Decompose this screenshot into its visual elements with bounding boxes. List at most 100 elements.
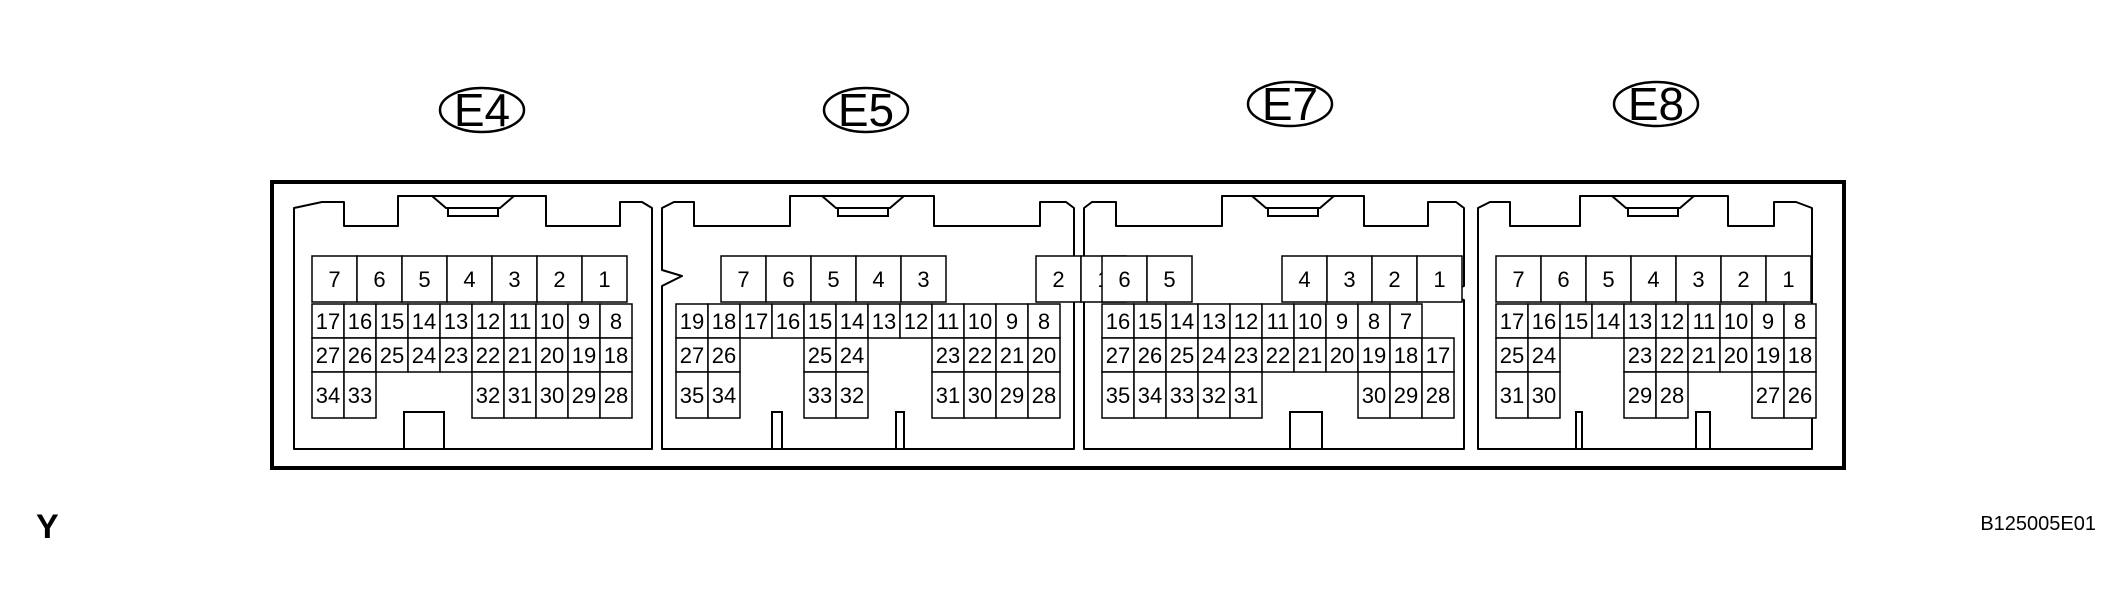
pin-number: 24 [1202, 343, 1226, 368]
pin-number: 33 [348, 383, 372, 408]
pin-cell [535, 337, 569, 373]
pin-number: 27 [1106, 343, 1130, 368]
pin-number: 5 [418, 267, 430, 292]
connector-shell-e8 [1477, 195, 1813, 450]
pin-number: 13 [872, 309, 896, 334]
pin-cell [343, 371, 377, 419]
connector-title-e4: E4 [438, 84, 526, 136]
connector-title-text: E4 [454, 84, 510, 136]
pin-number: 19 [680, 309, 704, 334]
pin-number: 30 [968, 383, 992, 408]
pin-cell [835, 371, 869, 419]
pin-number: 18 [1788, 343, 1812, 368]
pin-number: 18 [712, 309, 736, 334]
pin-number: 33 [1170, 383, 1194, 408]
pin-cell [963, 303, 997, 339]
pin-number: 5 [1163, 267, 1175, 292]
pin-cell [1261, 337, 1295, 373]
pin-cell [503, 337, 537, 373]
pin-cell [471, 371, 505, 419]
pin-number: 4 [872, 267, 884, 292]
pin-number: 17 [1500, 309, 1524, 334]
pin-number: 25 [1170, 343, 1194, 368]
pin-number: 22 [476, 343, 500, 368]
pin-number: 22 [1266, 343, 1290, 368]
pin-number: 5 [827, 267, 839, 292]
pin-cell [1765, 255, 1812, 303]
pin-number: 6 [1118, 267, 1130, 292]
connector-title-e7: E7 [1246, 78, 1334, 130]
pin-number: 11 [937, 309, 960, 334]
pin-cell [707, 371, 741, 419]
pin-number: 11 [1267, 309, 1290, 334]
pin-cell [803, 371, 837, 419]
pin-number: 27 [680, 343, 704, 368]
pin-number: 10 [968, 309, 992, 334]
pin-number: 30 [1362, 383, 1386, 408]
pin-cell [1229, 371, 1263, 419]
pin-number: 3 [1343, 267, 1355, 292]
pin-cell [771, 303, 805, 339]
pin-number: 2 [553, 267, 565, 292]
pin-cell [1675, 255, 1722, 303]
pin-cell [1421, 337, 1455, 373]
pin-cell [1421, 371, 1455, 419]
pin-cell [343, 303, 377, 339]
pin-cell [1495, 371, 1529, 419]
pin-cell [1623, 337, 1657, 373]
pin-cell [1293, 337, 1327, 373]
pin-number: 21 [1298, 343, 1322, 368]
pin-number: 5 [1602, 267, 1614, 292]
pin-number: 19 [572, 343, 596, 368]
pin-cell [1527, 371, 1561, 419]
pin-number: 6 [1557, 267, 1569, 292]
pin-cell [1719, 303, 1753, 339]
pin-cell [810, 255, 857, 303]
pin-cell [1101, 255, 1148, 303]
pin-number: 29 [572, 383, 596, 408]
pin-cell [1229, 337, 1263, 373]
pin-number: 1 [598, 267, 610, 292]
pin-cell [446, 255, 493, 303]
connector-title-e5: E5 [822, 84, 910, 136]
pin-number: 26 [712, 343, 736, 368]
pin-number: 34 [316, 383, 340, 408]
pin-number: 20 [1032, 343, 1056, 368]
pin-cell [1495, 255, 1542, 303]
pin-number: 26 [1138, 343, 1162, 368]
pin-cell [311, 303, 345, 339]
pin-number: 26 [348, 343, 372, 368]
pin-cell [1326, 255, 1373, 303]
pin-number: 32 [1202, 383, 1226, 408]
pin-number: 14 [1596, 309, 1620, 334]
pin-cell [995, 337, 1029, 373]
pin-number: 10 [1298, 309, 1322, 334]
pin-cell [375, 303, 409, 339]
pin-number: 26 [1788, 383, 1812, 408]
pin-number: 34 [1138, 383, 1162, 408]
pin-cell [1101, 303, 1135, 339]
connector-key-notch-e5 [771, 411, 783, 449]
pin-cell [1357, 303, 1391, 339]
pin-number: 13 [444, 309, 468, 334]
pin-number: 30 [1532, 383, 1556, 408]
pin-number: 7 [1400, 309, 1412, 334]
pin-number: 24 [1532, 343, 1556, 368]
pin-cell [1416, 255, 1463, 303]
pin-number: 27 [1756, 383, 1780, 408]
pin-cell [675, 371, 709, 419]
pin-number: 35 [680, 383, 704, 408]
pin-number: 21 [1000, 343, 1024, 368]
pin-number: 22 [968, 343, 992, 368]
pin-cell [900, 255, 947, 303]
pin-cell [1720, 255, 1767, 303]
pin-number: 16 [1106, 309, 1130, 334]
pin-number: 10 [540, 309, 564, 334]
pin-cell [1719, 337, 1753, 373]
pin-cell [1281, 255, 1328, 303]
connector-title-text: E5 [838, 84, 894, 136]
